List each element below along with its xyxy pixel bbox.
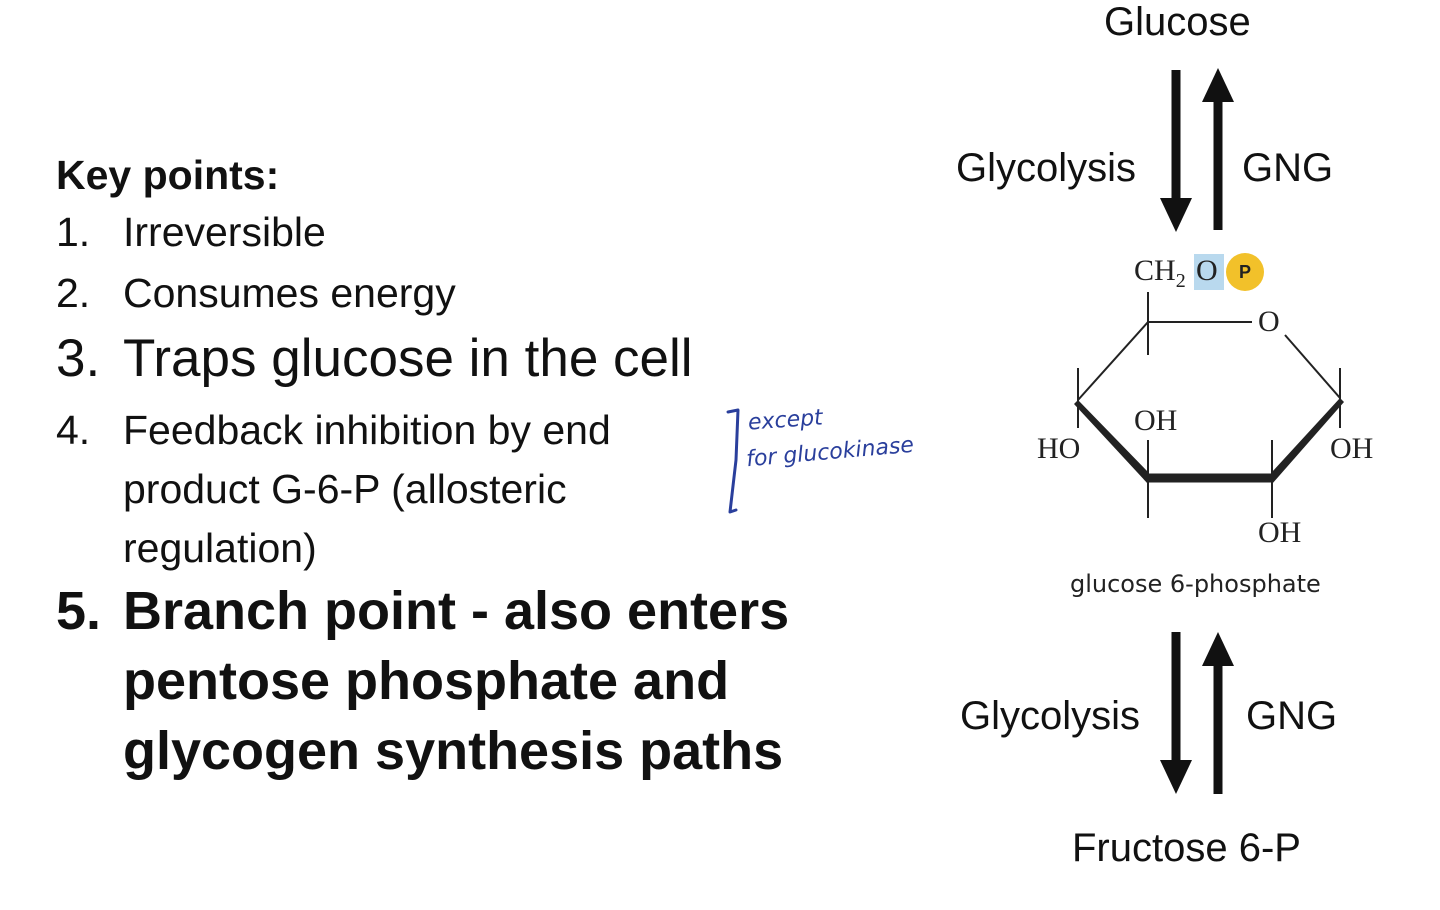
key-point-line: pentose phosphate and — [123, 651, 730, 711]
handwritten-annotation: except for glucokinase — [722, 400, 922, 525]
key-point-line: regulation) — [123, 525, 317, 571]
oxygen-highlight — [1194, 254, 1224, 290]
key-point-text: Consumes energy — [123, 270, 456, 316]
forward-arrow-1 — [1160, 70, 1192, 232]
molecule-caption: glucose 6-phosphate — [1070, 570, 1321, 598]
key-point-number: 5. — [56, 581, 102, 641]
glycolysis-label-1: Glycolysis — [956, 146, 1137, 190]
reverse-arrow-2 — [1202, 632, 1234, 794]
key-point-line: Branch point - also enters — [123, 581, 790, 641]
oh-bottom-label: OH — [1258, 516, 1302, 549]
pathway-diagram: Glucose Glycolysis GNG Glycolysis GNG Fr… — [940, 0, 1440, 910]
key-point-line: product G-6-P (allosteric — [123, 466, 567, 512]
gng-label-2: GNG — [1246, 694, 1338, 738]
key-point-text: Irreversible — [123, 209, 326, 255]
reverse-arrow-1 — [1202, 68, 1234, 230]
phosphate-icon: P — [1226, 253, 1264, 291]
key-point-text: Feedback inhibition by end product G-6-P… — [123, 401, 611, 578]
glycolysis-label-2: Glycolysis — [960, 694, 1141, 738]
key-point-text: Traps glucose in the cell — [123, 329, 693, 388]
ho-left-label: HO — [1037, 432, 1081, 465]
key-point-number: 3. — [56, 329, 101, 388]
ring-oxygen-label: O — [1258, 305, 1280, 338]
key-point-text: Branch point - also enters pentose phosp… — [123, 576, 789, 786]
bottom-metabolite-label: Fructose 6-P — [1072, 826, 1301, 870]
oh-top-label: OH — [1134, 404, 1178, 437]
key-point-number: 4. — [56, 407, 91, 453]
key-point-number: 1. — [56, 209, 91, 255]
ch2-label: CH2 — [1134, 254, 1186, 292]
glucose-6-phosphate-structure — [1074, 292, 1344, 518]
top-metabolite-label: Glucose — [1104, 0, 1251, 44]
key-point-number: 2. — [56, 270, 91, 316]
oh-right-label: OH — [1330, 432, 1374, 465]
key-point-line: glycogen synthesis paths — [123, 721, 784, 781]
key-points-title: Key points: — [56, 152, 280, 198]
pathway-graphics — [1074, 68, 1344, 794]
bracket-mark — [726, 408, 740, 514]
handwritten-note-line: except — [747, 405, 824, 436]
link-oxygen-label: O — [1196, 254, 1218, 287]
gng-label-1: GNG — [1242, 146, 1334, 190]
forward-arrow-2 — [1160, 632, 1192, 794]
key-point-line: Feedback inhibition by end — [123, 407, 611, 453]
